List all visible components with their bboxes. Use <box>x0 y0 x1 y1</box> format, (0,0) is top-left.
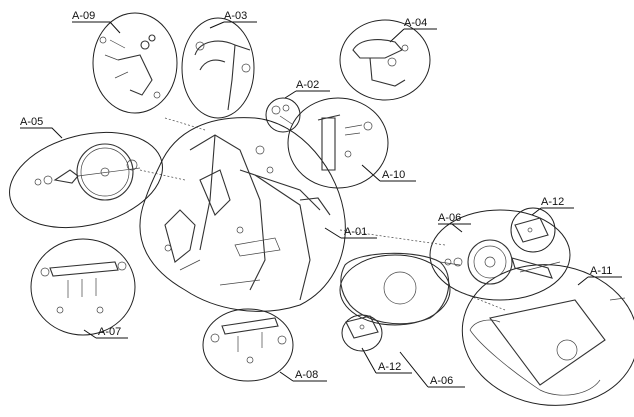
seat-assembly <box>352 39 409 87</box>
explosion-guide-lines <box>139 117 506 311</box>
parts-art <box>34 34 626 396</box>
callout-a01: A-01 <box>324 226 377 239</box>
front-stabilizer <box>40 261 127 314</box>
callout-a12-bottom-label: A-12 <box>378 361 401 373</box>
callout-a07-label: A-07 <box>98 326 121 338</box>
group-a05-outline <box>9 131 163 229</box>
callout-a06-top-label: A-06 <box>438 212 461 224</box>
pedal-top <box>514 217 549 243</box>
callout-a06-bottom: A-06 <box>399 351 465 388</box>
callout-a09-label: A-09 <box>72 10 95 22</box>
flywheel <box>34 143 141 201</box>
callout-a03: A-03 <box>209 10 257 29</box>
group-a10-outline <box>287 97 389 189</box>
main-frame <box>164 134 331 301</box>
callout-a09: A-09 <box>72 10 121 34</box>
callout-a03-label: A-03 <box>224 10 247 22</box>
chain-guard <box>340 252 461 325</box>
callout-a10-label: A-10 <box>382 169 405 181</box>
callout-a12-top: A-12 <box>531 196 574 216</box>
callout-a02-label: A-02 <box>296 79 319 91</box>
callout-a11: A-11 <box>577 265 622 286</box>
group-a06-top-outline <box>429 209 571 301</box>
callout-a07: A-07 <box>83 326 128 339</box>
callout-a01-label: A-01 <box>344 226 367 238</box>
callouts: A-09 A-03 A-04 A-02 A-05 A-10 A-06 A-12 <box>20 10 622 388</box>
seat-post <box>317 114 373 171</box>
callout-a08-label: A-08 <box>295 369 318 381</box>
callout-a10: A-10 <box>361 164 416 182</box>
group-a08-outline <box>202 308 294 382</box>
callout-a04: A-04 <box>389 17 437 43</box>
group-a03-outline <box>181 17 255 119</box>
handlebar <box>194 40 251 111</box>
callout-a04-label: A-04 <box>404 17 427 29</box>
callout-a02: A-02 <box>284 79 330 99</box>
crank-pulley <box>444 239 561 285</box>
callout-a11-label: A-11 <box>590 265 612 277</box>
callout-a05-label: A-05 <box>20 116 43 128</box>
fastener-set-a02 <box>271 104 293 125</box>
callout-a12-top-label: A-12 <box>541 196 564 208</box>
group-a11-outline <box>461 264 634 406</box>
group-a04-outline <box>339 19 431 101</box>
group-outlines <box>9 12 634 406</box>
brake-lever-assembly <box>99 34 161 99</box>
group-a01-outline <box>139 117 346 312</box>
group-chainguard-outline <box>339 254 451 326</box>
callout-a06-top: A-06 <box>438 212 471 233</box>
group-a09-outline <box>92 12 178 114</box>
crank-cover <box>469 297 626 396</box>
callout-a06-bottom-label: A-06 <box>430 375 453 387</box>
callout-a12-bottom: A-12 <box>361 347 412 374</box>
group-a02-outline <box>265 97 301 133</box>
rear-stabilizer <box>210 317 287 364</box>
callout-a05: A-05 <box>20 116 63 139</box>
group-a07-outline <box>30 238 136 336</box>
callout-a08: A-08 <box>279 369 327 382</box>
group-a12-top-outline <box>510 207 556 253</box>
pedal-bottom <box>345 315 379 339</box>
